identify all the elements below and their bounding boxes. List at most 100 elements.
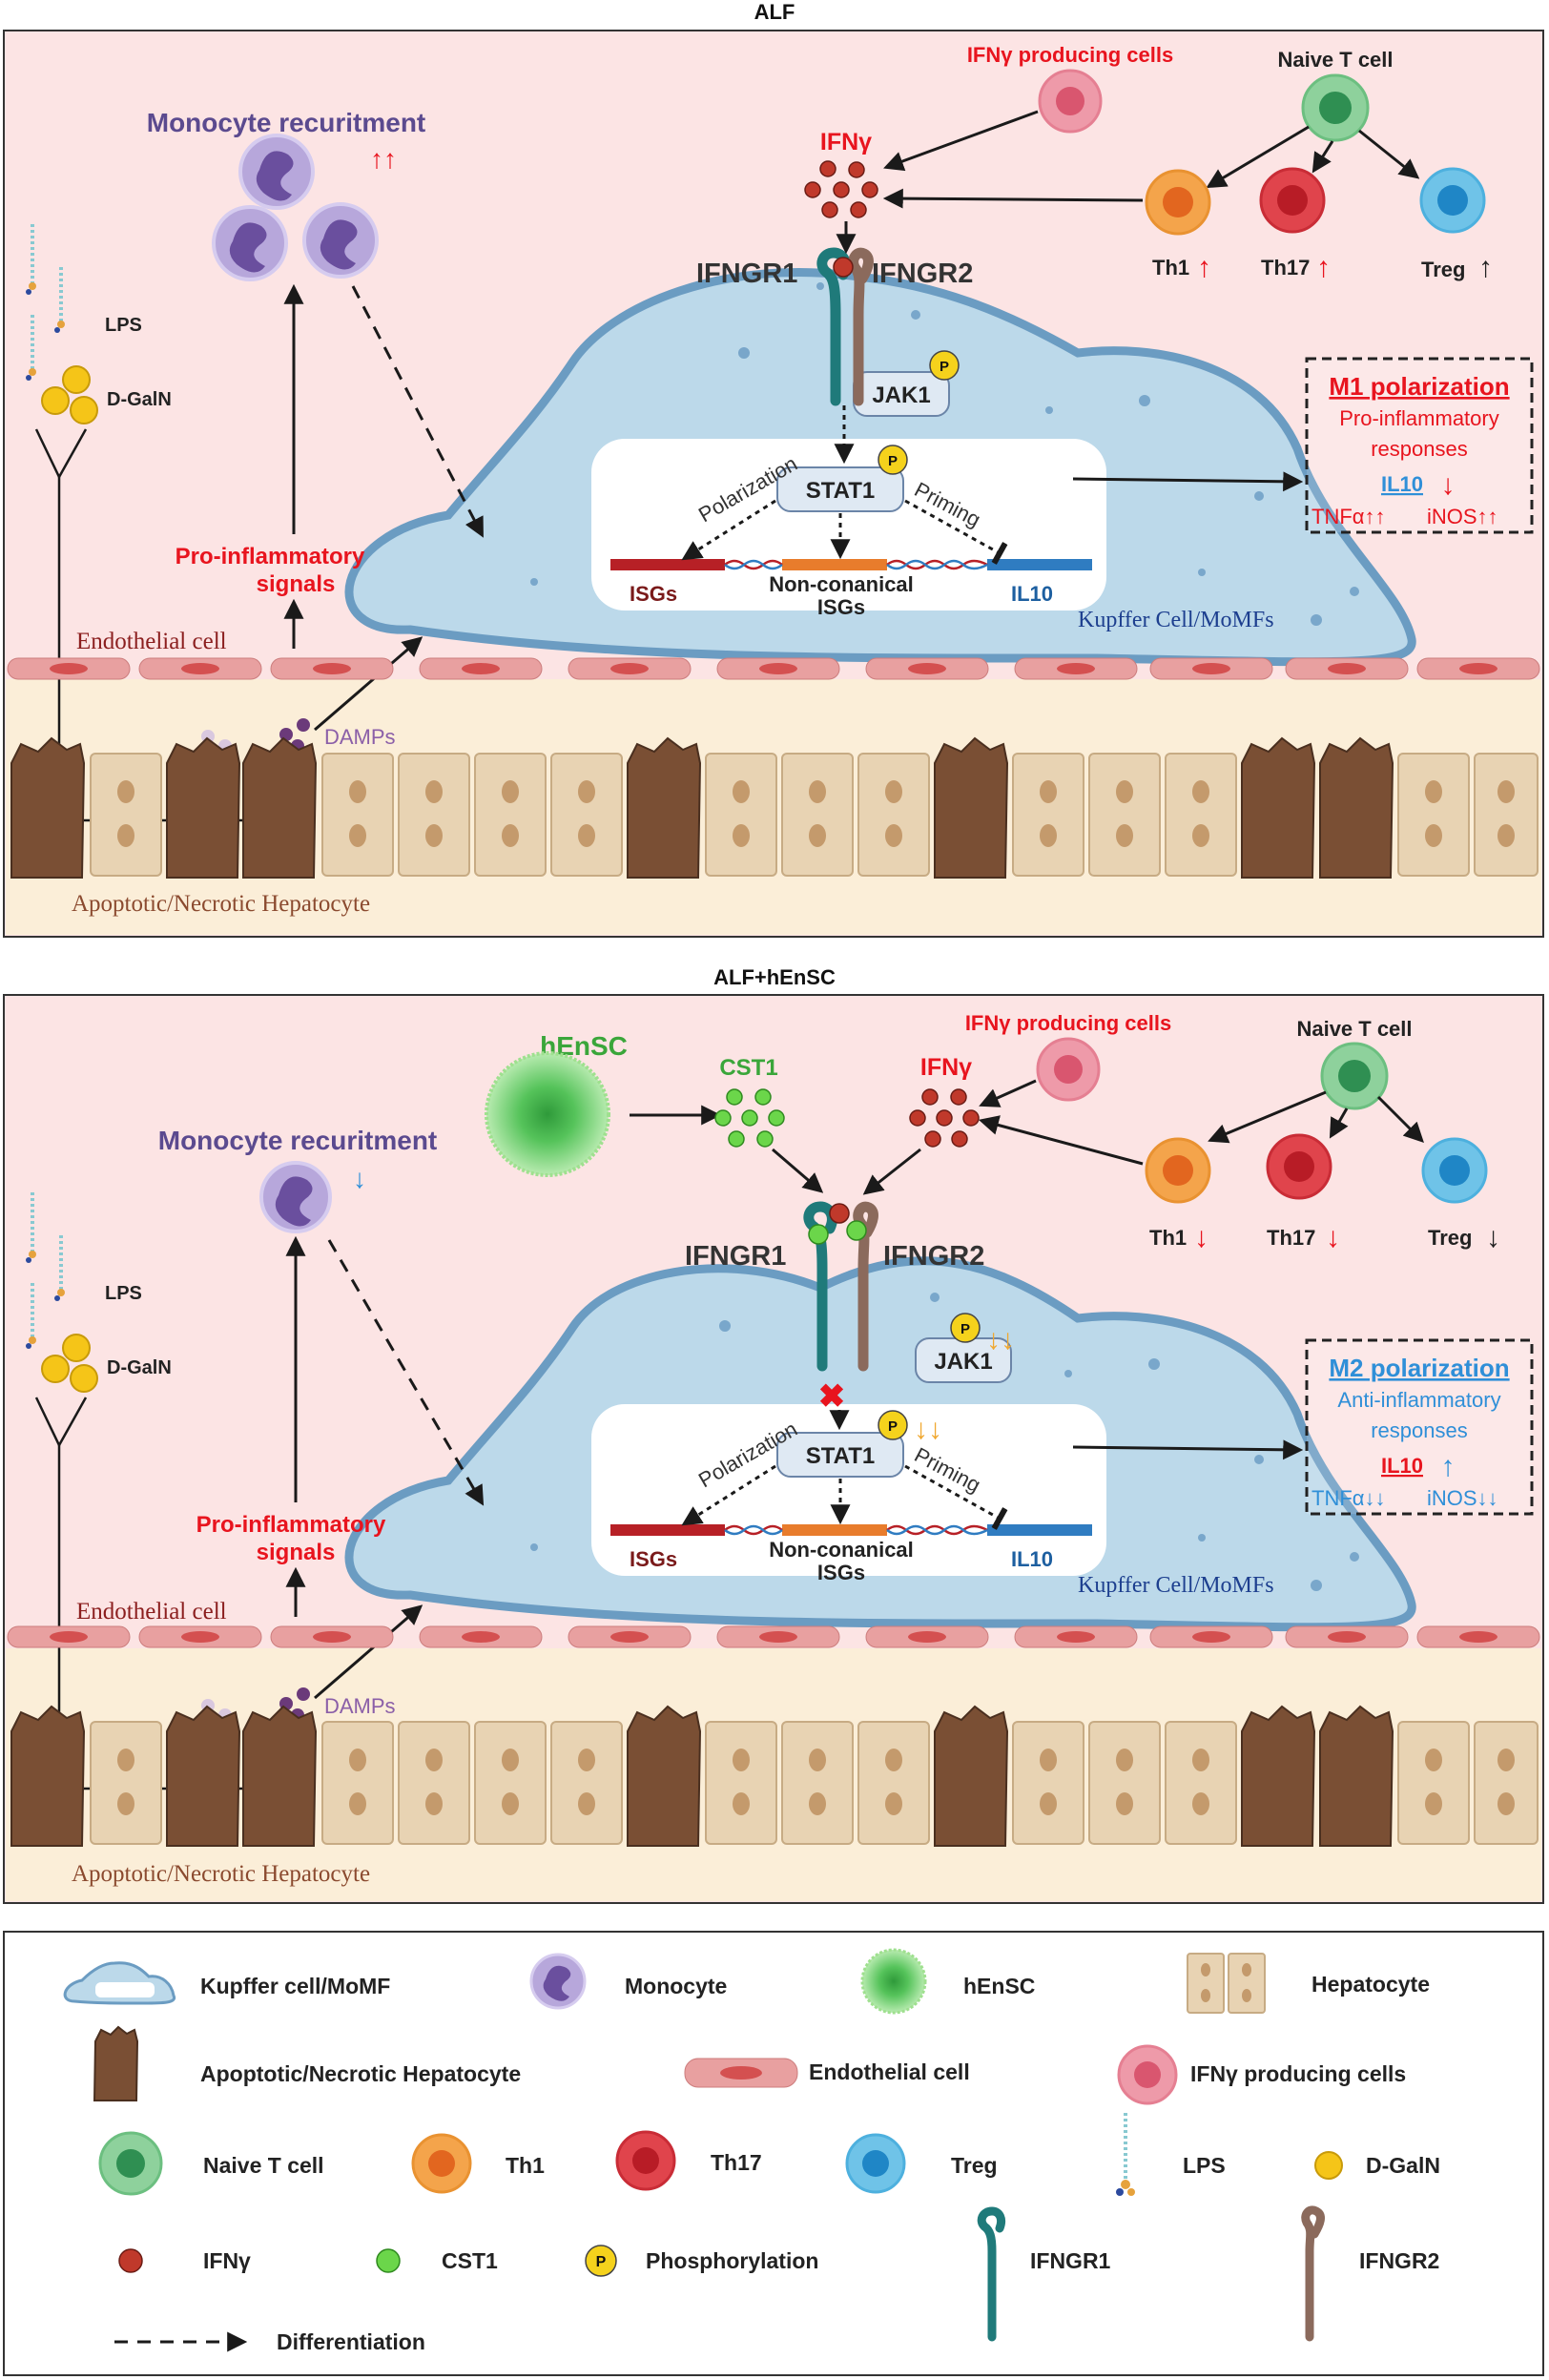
isgs-label: ISGs bbox=[630, 582, 677, 606]
th1-nucleus bbox=[1163, 187, 1193, 217]
treg-nucleus bbox=[1439, 1155, 1470, 1186]
bound-cst1 bbox=[846, 1220, 867, 1241]
lps-molecules bbox=[26, 1192, 65, 1349]
panel-alf-hensc: ALF+hEnSC ISGs Non-conanical ISGs IL10 K… bbox=[3, 965, 1544, 1904]
legend-monocyte-label: Monocyte bbox=[625, 1974, 727, 1998]
ifng-molecules bbox=[909, 1088, 980, 1148]
legend-ifngr2-icon bbox=[1301, 2205, 1325, 2342]
endothelial-layer bbox=[7, 657, 1540, 680]
treg-arrow: ↓ bbox=[1486, 1222, 1500, 1253]
box-il10-arrow: ↑ bbox=[1441, 1451, 1456, 1482]
legend-endothelial-label: Endothelial cell bbox=[809, 2059, 970, 2084]
naive-t-label: Naive T cell bbox=[1296, 1017, 1412, 1041]
polarization-box bbox=[1305, 357, 1534, 534]
priming-inhibition bbox=[904, 1464, 1008, 1530]
th1-arrow: ↓ bbox=[1194, 1222, 1208, 1253]
legend-th1-nucleus bbox=[428, 2150, 455, 2177]
polarization-arrow bbox=[681, 1464, 776, 1526]
legend-hepatocyte-nucleus bbox=[1201, 1963, 1210, 1976]
damps-label: DAMPs bbox=[324, 1694, 396, 1718]
ifng-producing-nucleus bbox=[1056, 87, 1084, 115]
treg-label: Treg bbox=[1421, 258, 1465, 281]
th17-nucleus bbox=[1277, 185, 1308, 216]
bound-ifng bbox=[833, 257, 854, 278]
noncanonical-label-2: ISGs bbox=[817, 595, 865, 619]
box-line1: Pro-inflammatory bbox=[1339, 406, 1498, 430]
signal-block-icon: ✖ bbox=[818, 1378, 846, 1415]
monocyte-arrows: ↓ bbox=[353, 1164, 366, 1193]
il10-gene-label: IL10 bbox=[1011, 1547, 1053, 1571]
noncanonical-label-1: Non-conanical bbox=[769, 572, 914, 596]
damps-to-kupffer-arrow bbox=[314, 1604, 423, 1700]
th1-label: Th1 bbox=[1152, 256, 1189, 279]
producing-to-ifng-arrow bbox=[979, 1079, 1037, 1107]
box-title: M2 polarization bbox=[1329, 1354, 1509, 1382]
il10-gene-label: IL10 bbox=[1011, 582, 1053, 606]
legend: Kupffer cell/MoMF Monocyte hEnSC Hepatoc… bbox=[3, 1931, 1544, 2376]
legend-ifng-producing-label: IFNγ producing cells bbox=[1190, 2061, 1406, 2086]
ifng-molecules bbox=[804, 160, 878, 218]
legend-naive-t-label: Naive T cell bbox=[203, 2153, 324, 2178]
naive-t-nucleus bbox=[1319, 92, 1352, 124]
box-title: M1 polarization bbox=[1329, 372, 1509, 401]
legend-apoptotic-label: Apoptotic/Necrotic Hepatocyte bbox=[200, 2061, 521, 2086]
legend-p-label: P bbox=[596, 2254, 607, 2270]
panel-title: ALF bbox=[754, 0, 795, 24]
naive-to-treg-arrow bbox=[1376, 1095, 1424, 1143]
kupffer-label: Kupffer Cell/MoMFs bbox=[1078, 608, 1274, 632]
panel-alf: ALF ISGs Non-conanical ISGs IL10 Kupffer… bbox=[3, 0, 1544, 938]
legend-frame bbox=[3, 1931, 1544, 2376]
endothelial-layer bbox=[7, 1625, 1540, 1648]
th17-label: Th17 bbox=[1261, 256, 1310, 279]
ifng-label: IFNγ bbox=[920, 1054, 972, 1081]
producing-to-ifng-arrow bbox=[883, 110, 1039, 172]
legend-kupffer-label: Kupffer cell/MoMF bbox=[200, 1974, 390, 1998]
cst1-label: CST1 bbox=[719, 1055, 777, 1081]
ifngr2-label: IFNGR2 bbox=[872, 259, 973, 289]
monocytes bbox=[212, 134, 379, 281]
legend-phosphorylation-icon bbox=[585, 2245, 617, 2277]
treg-nucleus bbox=[1437, 185, 1468, 216]
ifngr2-label: IFNGR2 bbox=[883, 1241, 984, 1272]
box-inos: iNOS↓↓ bbox=[1427, 1486, 1498, 1510]
phospho-jak1 bbox=[929, 350, 960, 381]
stat1-down-arrows: ↓↓ bbox=[914, 1414, 942, 1445]
naive-to-th1-arrow bbox=[1208, 1090, 1327, 1144]
dgaln-label: D-GalN bbox=[107, 1357, 172, 1378]
th17-arrow: ↓ bbox=[1326, 1222, 1340, 1253]
phospho-jak1 bbox=[950, 1313, 981, 1343]
lps-label: LPS bbox=[105, 315, 142, 336]
box-tnf: TNFα↑↑ bbox=[1311, 505, 1385, 528]
phospho-stat1 bbox=[878, 445, 908, 475]
jak1-label: JAK1 bbox=[872, 383, 930, 408]
phospho-label: P bbox=[960, 1321, 970, 1337]
legend-th1-label: Th1 bbox=[506, 2153, 545, 2178]
cst1-molecules bbox=[714, 1088, 785, 1148]
legend-th17-label: Th17 bbox=[711, 2150, 762, 2175]
th1-label: Th1 bbox=[1149, 1226, 1187, 1250]
isgs-label: ISGs bbox=[630, 1547, 677, 1571]
hepatocyte-label: Apoptotic/Necrotic Hepatocyte bbox=[72, 1861, 370, 1887]
ifngr2-receptor bbox=[848, 247, 874, 406]
panel-title: ALF+hEnSC bbox=[713, 965, 836, 989]
dgaln-molecules bbox=[41, 365, 98, 424]
legend-ifngr1-icon bbox=[977, 2206, 1006, 2342]
legend-hepatocyte-nucleus bbox=[1201, 1989, 1210, 2002]
ifng-producing-nucleus bbox=[1054, 1055, 1083, 1084]
legend-dgaln-icon bbox=[1314, 2151, 1343, 2180]
treg-label: Treg bbox=[1428, 1226, 1472, 1250]
ifngr2-receptor bbox=[853, 1201, 878, 1372]
hepatocyte-row bbox=[10, 736, 1539, 879]
legend-lps-icon bbox=[1116, 2113, 1135, 2196]
treg-arrow: ↑ bbox=[1478, 252, 1493, 283]
legend-ifngr2-label: IFNGR2 bbox=[1359, 2248, 1439, 2273]
box-il10: IL10 bbox=[1381, 1454, 1423, 1478]
monocyte-arrows: ↑↑ bbox=[370, 144, 397, 174]
legend-ifng-icon bbox=[118, 2248, 143, 2273]
box-tnf: TNFα↓↓ bbox=[1311, 1486, 1385, 1510]
jak1-label: JAK1 bbox=[934, 1349, 992, 1375]
legend-ifng-producing-nucleus bbox=[1134, 2061, 1161, 2088]
naive-t-label: Naive T cell bbox=[1277, 48, 1393, 72]
dgaln-label: D-GalN bbox=[107, 389, 172, 410]
box-il10-arrow: ↓ bbox=[1441, 469, 1456, 501]
